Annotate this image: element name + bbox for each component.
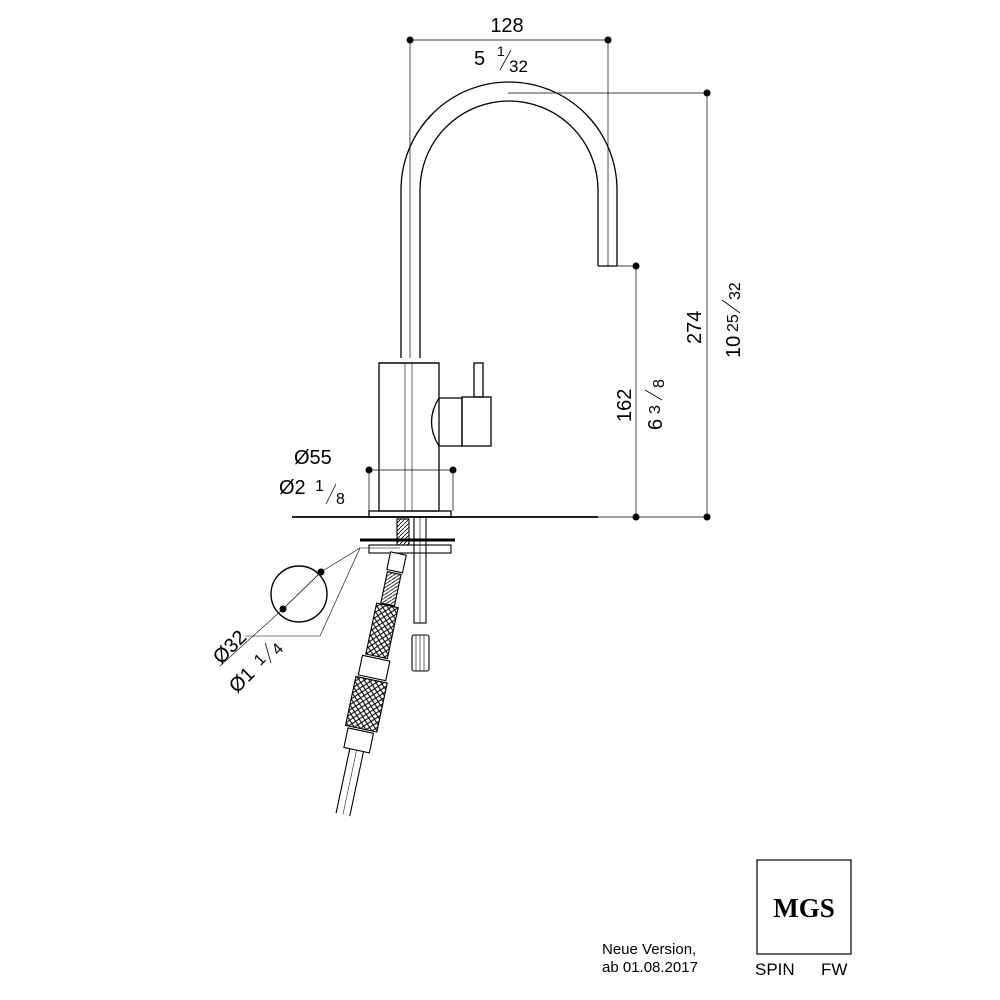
dim-base-den: 8 bbox=[336, 491, 345, 508]
dim-base: Ø55 Ø2 1 8 bbox=[279, 447, 345, 508]
dim-height-num: 25 bbox=[725, 314, 742, 332]
handle-hub bbox=[430, 397, 463, 447]
handle-lever bbox=[473, 362, 484, 398]
dim-height-den: 32 bbox=[727, 282, 744, 300]
product-name: SPIN bbox=[755, 960, 795, 979]
spout-outer bbox=[400, 81, 618, 358]
logo-box bbox=[756, 859, 852, 955]
hose-braid-upper bbox=[380, 571, 402, 607]
dim-base-num: 1 bbox=[315, 478, 324, 495]
title-block: MGS SPIN FW Neue Version, ab 01.08.2017 bbox=[602, 859, 852, 979]
dim-spout-num: 3 bbox=[647, 405, 664, 414]
note-line2: ab 01.08.2017 bbox=[602, 959, 698, 976]
product-code: FW bbox=[821, 960, 847, 979]
stud bbox=[396, 518, 410, 546]
handle-knob bbox=[461, 396, 492, 447]
dim-width-top: 128 5 1 32 bbox=[474, 15, 528, 76]
dim-width-inch: 5 bbox=[474, 48, 485, 70]
dim-hole-mm: Ø32 bbox=[209, 626, 251, 668]
mounting-hardware bbox=[368, 516, 452, 672]
dim-width-mm: 128 bbox=[490, 15, 523, 37]
dim-hole: Ø32 bbox=[209, 626, 251, 668]
dim-hole-inch: Ø1 bbox=[225, 663, 259, 697]
body-cylinder bbox=[378, 362, 440, 512]
dim-height-total: 274 bbox=[684, 311, 706, 344]
dim-hole-num: 1 bbox=[251, 651, 269, 669]
note-line1: Neue Version, bbox=[602, 941, 696, 958]
dim-spout-den: 8 bbox=[651, 379, 668, 388]
dim-base-mm: Ø55 bbox=[294, 447, 332, 469]
dim-height-spout: 162 bbox=[614, 389, 636, 422]
supply-hose bbox=[335, 551, 407, 817]
faucet-outline bbox=[368, 81, 618, 518]
hole-circle bbox=[219, 547, 400, 667]
dim-spout-mm: 162 bbox=[614, 389, 636, 422]
hose-ferrule-knurl bbox=[344, 675, 388, 733]
dim-height-inch: 10 bbox=[723, 336, 745, 358]
logo-text: MGS bbox=[773, 893, 835, 923]
dimension-dots bbox=[365, 36, 711, 521]
spout-inner bbox=[419, 100, 599, 358]
countertop bbox=[292, 516, 598, 542]
dimension-lines bbox=[368, 39, 708, 518]
dim-width-num: 1 bbox=[497, 43, 505, 59]
fixing-nut bbox=[411, 634, 430, 672]
washer bbox=[368, 544, 452, 554]
hose-nut bbox=[365, 602, 399, 660]
dim-spout-inch: 6 bbox=[645, 419, 667, 430]
dim-hole-den: 4 bbox=[269, 640, 287, 658]
dim-height-mm: 274 bbox=[684, 311, 706, 344]
dim-base-inch: Ø2 bbox=[279, 477, 306, 499]
dim-width-den: 32 bbox=[509, 57, 528, 76]
